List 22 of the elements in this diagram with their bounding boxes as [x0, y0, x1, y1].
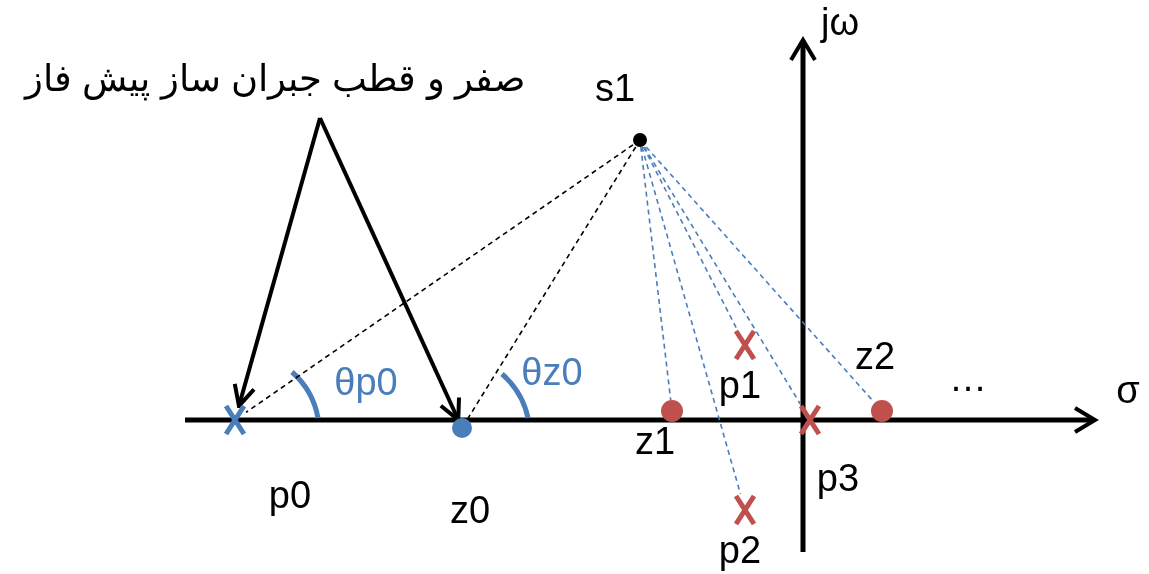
point-label: s1 — [594, 69, 636, 107]
connector-line — [645, 146, 873, 401]
axis-label: σ — [1116, 371, 1140, 409]
connector-line — [245, 144, 634, 414]
point-label: p0 — [268, 476, 312, 514]
point-label: p1 — [718, 366, 762, 404]
note-text: صفر و قطب جبران ساز پیش فاز — [22, 57, 526, 103]
arrow — [232, 117, 322, 408]
connector-line — [640, 146, 672, 401]
point-label: z0 — [449, 491, 491, 529]
connector-line — [467, 146, 637, 419]
angle-label: θz0 — [521, 353, 583, 391]
connector-line — [642, 146, 738, 330]
point-label: z1 — [634, 422, 676, 460]
point-label: z2 — [854, 337, 896, 375]
axis-label: jω — [820, 3, 860, 41]
angle-label: θp0 — [334, 363, 398, 401]
ellipsis-text: … — [949, 359, 987, 397]
point-label: p2 — [718, 531, 762, 569]
point-label: p3 — [816, 459, 860, 497]
connector-line — [641, 146, 742, 495]
connector-line — [643, 146, 802, 405]
